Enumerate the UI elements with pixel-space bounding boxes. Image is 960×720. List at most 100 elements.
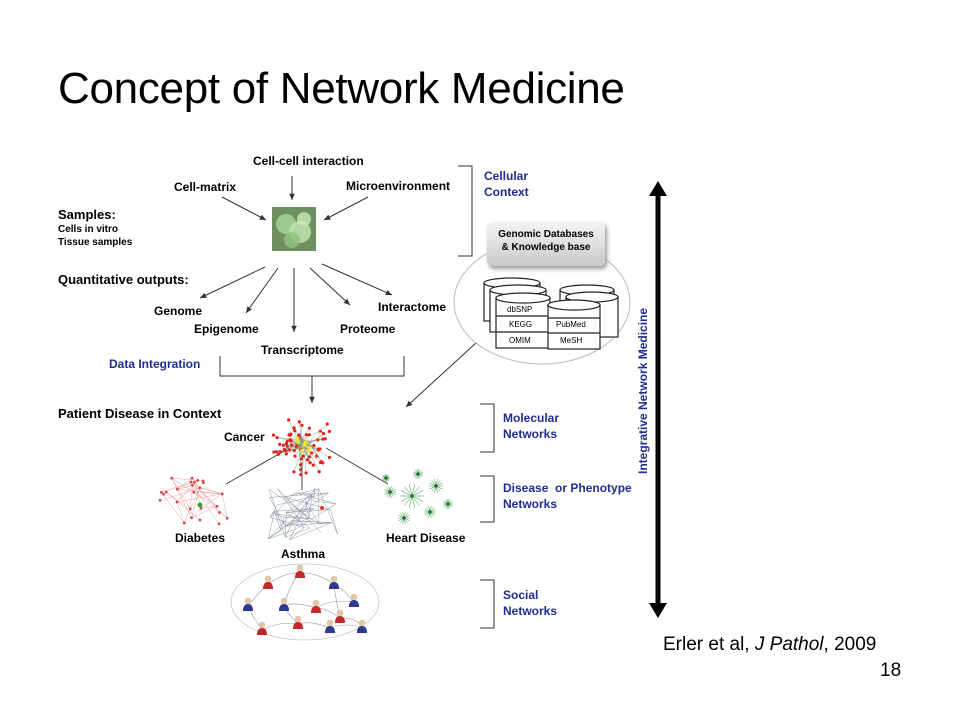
genomic-databases-box: Genomic Databases & Knowledge base — [487, 222, 605, 266]
label-quantitative-outputs: Quantitative outputs: — [58, 272, 189, 287]
cancer-node — [276, 452, 280, 457]
cancer-node — [299, 473, 303, 477]
cancer-node — [271, 433, 276, 437]
diabetes-node — [188, 507, 192, 511]
cancer-network — [271, 418, 332, 477]
cancer-node — [318, 460, 323, 465]
cancer-node — [304, 471, 308, 475]
label-disease-networks: Disease or Phenotype Networks — [503, 481, 632, 511]
diabetes-hub-node — [197, 502, 203, 508]
label-asthma: Asthma — [281, 547, 326, 561]
person-body — [243, 604, 253, 611]
cancer-node — [299, 457, 304, 461]
diabetes-node — [198, 518, 202, 522]
person-head — [258, 621, 266, 629]
person-body — [293, 622, 303, 629]
arrow-epigenome — [245, 267, 279, 314]
bracket-disease — [480, 475, 495, 523]
label-interactome: Interactome — [378, 300, 447, 314]
person-head — [358, 619, 366, 627]
cancer-node — [287, 418, 291, 422]
label-sample-cells: Cells in vitro — [58, 224, 119, 235]
heart-hub-node — [434, 484, 438, 488]
asthma-network — [268, 488, 338, 541]
label-molecular-networks: Molecular Networks — [503, 411, 559, 441]
diabetes-node — [215, 504, 219, 508]
arrow-microenvironment — [323, 196, 369, 221]
page-number: 18 — [880, 660, 902, 681]
cancer-node — [317, 447, 321, 451]
person-head — [312, 599, 320, 607]
label-cell-matrix: Cell-matrix — [174, 180, 237, 194]
cancer-node — [300, 423, 304, 427]
cellular-line1: Cellular — [484, 169, 529, 183]
person-body — [311, 606, 321, 613]
cancer-node — [287, 433, 291, 437]
cancer-node — [292, 449, 296, 453]
diabetes-node — [190, 483, 194, 487]
cancer-node — [284, 452, 288, 456]
cancer-node — [307, 433, 311, 437]
diabetes-node — [158, 499, 162, 502]
cancer-node — [289, 443, 294, 447]
social-network — [230, 563, 380, 641]
cancer-node — [284, 442, 289, 446]
cancer-node — [301, 454, 305, 458]
person-body — [335, 616, 345, 623]
person-head — [244, 597, 252, 605]
cancer-node — [278, 442, 282, 446]
citation-authors: Erler et al, — [663, 634, 755, 655]
diabetes-node — [217, 522, 221, 526]
person-body — [329, 582, 339, 589]
cancer-core-node — [303, 440, 308, 445]
person-body — [257, 628, 267, 635]
label-cancer: Cancer — [224, 430, 265, 444]
person-body — [325, 626, 335, 633]
label-transcriptome: Transcriptome — [261, 343, 344, 357]
diabetes-node — [225, 516, 229, 520]
cancer-node — [321, 431, 325, 435]
label-epigenome: Epigenome — [194, 322, 259, 336]
cancer-node — [312, 443, 316, 448]
label-heart-disease: Heart Disease — [386, 531, 466, 545]
arrow-genome — [199, 266, 266, 299]
person-body — [279, 604, 289, 611]
social-line2: Networks — [503, 604, 558, 618]
label-integrative-network-medicine: Integrative Network Medicine — [636, 307, 650, 474]
label-genome: Genome — [154, 304, 203, 318]
cancer-node — [317, 470, 321, 474]
diabetes-node — [182, 521, 186, 525]
axis-arrow-head-top — [649, 181, 667, 196]
diabetes-node — [159, 490, 163, 494]
diabetes-node — [220, 492, 224, 496]
diabetes-node — [192, 490, 196, 494]
person-head — [336, 609, 344, 617]
context-brackets — [458, 165, 495, 629]
heart-hub-node — [388, 490, 392, 494]
cancer-node — [281, 443, 286, 447]
axis-arrow-head-bottom — [649, 603, 667, 618]
citation-year: , 2009 — [823, 634, 877, 655]
label-data-integration: Data Integration — [109, 357, 201, 371]
cancer-node — [308, 461, 312, 465]
diabetes-node — [175, 487, 179, 491]
cancer-node — [287, 448, 291, 452]
arrow-cell-matrix — [221, 196, 267, 221]
cancer-core-node — [295, 440, 300, 445]
db-label-omim: OMIM — [507, 336, 533, 345]
db-label-kegg: KEGG — [507, 320, 535, 329]
cancer-node — [292, 470, 296, 474]
cancer-node — [294, 445, 299, 449]
heart-hub-node — [402, 516, 406, 520]
person-head — [294, 615, 302, 623]
diabetes-node — [199, 507, 203, 510]
heart-hub-node — [446, 502, 450, 506]
person-body — [295, 571, 305, 578]
label-cell-cell-interaction: Cell-cell interaction — [253, 154, 364, 168]
integrative-axis-arrow — [649, 181, 667, 618]
social-line1: Social — [503, 588, 539, 602]
disease-line2: Networks — [503, 497, 558, 511]
arrow-databases-to-networks — [405, 342, 477, 408]
cancer-node — [327, 429, 332, 434]
